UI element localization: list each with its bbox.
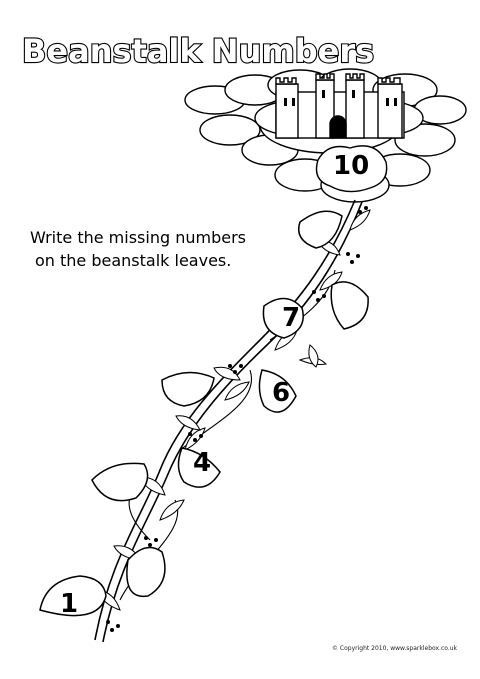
big-leaf-bottom — [39, 575, 107, 617]
big-leaf-7 — [262, 297, 304, 339]
copyright-notice: © Copyright 2010, www.sparklebox.co.uk — [332, 645, 458, 652]
leaf-number-10: 10 — [333, 151, 369, 181]
leaf-number-4: 4 — [193, 448, 211, 478]
instructions-line-1: Write the missing numbers — [30, 228, 246, 247]
leaf-number-7: 7 — [282, 303, 300, 333]
cloud-number-10 — [315, 145, 388, 193]
big-leaf-3 — [91, 462, 149, 502]
leaf-number-6: 6 — [272, 378, 290, 408]
big-leaf-5 — [161, 371, 215, 407]
instructions-line-2: on the beanstalk leaves. — [35, 251, 232, 270]
instructions: Write the missing numbers on the beansta… — [30, 226, 270, 272]
berry-clusters — [106, 206, 368, 632]
big-leaf-9 — [298, 210, 343, 249]
castle-icon — [275, 73, 405, 139]
page-title-text: Beanstalk Numbers — [22, 32, 374, 70]
leaf-number-1: 1 — [60, 589, 78, 619]
big-leaf-8 — [330, 281, 369, 330]
big-leaf-6 — [258, 369, 297, 413]
page-title: Beanstalk Numbers — [21, 31, 375, 71]
big-leaf-2 — [126, 546, 166, 598]
big-leaf-4 — [177, 447, 221, 488]
